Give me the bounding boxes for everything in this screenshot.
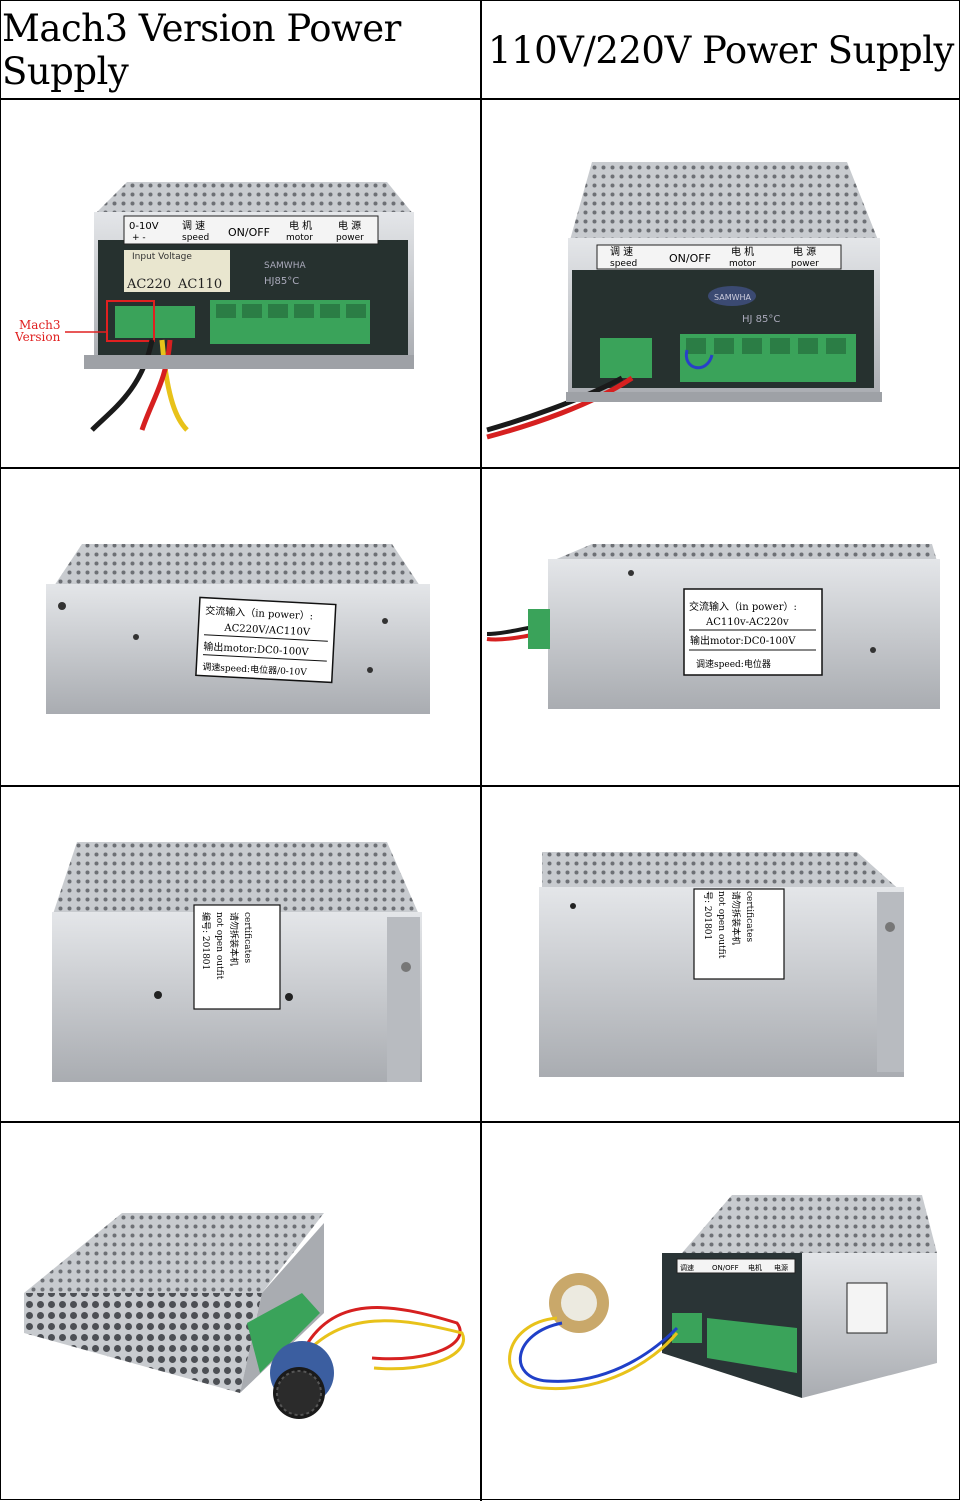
label-0-10v: 0-10V [129, 221, 159, 232]
grid-divider-h1 [1, 98, 960, 100]
label-brand-r: SAMWHA [714, 293, 752, 302]
side-label-r-line-1: 交流输入（in power）: [689, 600, 797, 613]
persp-label-tiaosu: 调速 [680, 1263, 694, 1272]
back-sticker-r-line-1: certificates [744, 891, 754, 943]
label-speed: speed [182, 233, 209, 243]
photo-mach3-back: certificates 请勿拆装本机 not open outfit 编号: … [2, 787, 480, 1121]
terminal-labels-right: 调 速 speed ON/OFF 电 机 motor 电 源 power [610, 245, 819, 269]
photo-mach3-perspective [2, 1123, 480, 1500]
terminal-labels: 0-10V + - 调 速 speed ON/OFF 电 机 motor 电 源… [129, 219, 364, 243]
label-tiaosu-r: 调 速 [610, 246, 633, 258]
label-brand: SAMWHA [264, 261, 306, 271]
label-dianyuan: 电 源 [338, 219, 361, 232]
label-chip-r: HJ 85°C [742, 314, 780, 325]
back-sticker-line-4: 编号: 201801 [200, 912, 212, 970]
back-sticker-r-line-4: 号: 201801 [702, 891, 713, 940]
grid-divider-h3 [1, 785, 960, 787]
label-power-r: power [791, 259, 819, 269]
persp-label-dianyuan: 电源 [774, 1263, 788, 1272]
label-motor-r: motor [729, 259, 756, 269]
callout-mach3: Mach3 [19, 318, 61, 332]
header-left: Mach3 Version Power Supply [2, 2, 480, 98]
side-label-line-2: AC220V/AC110V [223, 623, 311, 639]
back-sticker-line-3: not open outfit [214, 912, 224, 980]
photo-standard-back: certificates 请勿拆装本机 not open outfit 号: 2… [482, 787, 960, 1121]
grid-divider-h2 [1, 467, 960, 469]
side-label-r-line-3: 输出motor:DC0-100V [690, 634, 796, 647]
photo-mach3-side: 交流输入（in power）: AC220V/AC110V 输出motor:DC… [2, 469, 480, 785]
photo-mach3-front: 0-10V + - 调 速 speed ON/OFF 电 机 motor 电 源… [2, 100, 480, 467]
label-chip: HJ85°C [264, 276, 299, 287]
label-plus-minus: + - [132, 233, 146, 243]
side-label-r-line-2: AC110v-AC220v [705, 617, 789, 628]
back-sticker-r-line-2: 请勿拆装本机 [730, 891, 742, 945]
callout-version: Version [14, 330, 61, 344]
label-motor: motor [286, 233, 313, 243]
label-dianji: 电 机 [289, 219, 312, 232]
label-onoff-r: ON/OFF [669, 252, 711, 265]
side-label-r-line-4: 调速speed:电位器 [696, 658, 771, 670]
back-sticker-r-line-3: not open outfit [716, 891, 726, 959]
label-onoff: ON/OFF [228, 226, 270, 239]
header-right-text: 110V/220V Power Supply [488, 28, 954, 72]
label-tiaosu: 调 速 [182, 220, 205, 232]
label-dianyuan-r: 电 源 [793, 245, 816, 258]
label-dianji-r: 电 机 [731, 245, 754, 258]
persp-label-dianji: 电机 [748, 1263, 762, 1272]
grid-divider-vertical [480, 1, 482, 1501]
mach3-highlight-box [106, 300, 155, 342]
photo-standard-perspective: 调速 ON/OFF 电机 电源 [482, 1123, 960, 1500]
label-ac110: AC110 [177, 277, 222, 292]
photo-standard-front: 调 速 speed ON/OFF 电 机 motor 电 源 power SAM… [482, 100, 960, 467]
persp-label-onoff: ON/OFF [712, 1264, 739, 1272]
label-power: power [336, 233, 364, 243]
label-input-voltage: Input Voltage [132, 252, 192, 262]
label-speed-r: speed [610, 259, 637, 269]
back-sticker-line-1: certificates [242, 912, 252, 964]
photo-standard-side: 交流输入（in power）: AC110v-AC220v 输出motor:DC… [482, 469, 960, 785]
header-right: 110V/220V Power Supply [482, 2, 960, 98]
label-ac220: AC220 [126, 277, 171, 292]
back-sticker-line-2: 请勿拆装本机 [228, 912, 240, 966]
grid-divider-h4 [1, 1121, 960, 1123]
header-left-text: Mach3 Version Power Supply [2, 7, 401, 93]
